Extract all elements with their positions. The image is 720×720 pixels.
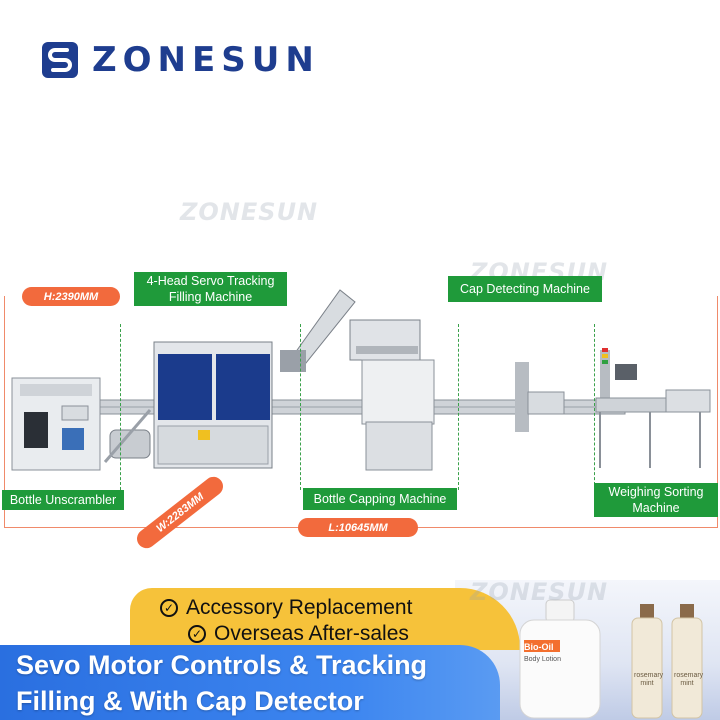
- production-line-illustration: [11, 289, 711, 471]
- capping-machine-drawing: [349, 319, 435, 471]
- length-dimension-end: [717, 296, 718, 528]
- label-filling-machine: 4-Head Servo Tracking Filling Machine: [134, 272, 287, 306]
- brand-logo: ZONESUN: [42, 40, 320, 80]
- headline-line-2: Filling & With Cap Detector: [16, 686, 364, 716]
- length-badge: L:10645MM: [298, 518, 418, 537]
- bottle1-sub: Body Lotion: [524, 656, 561, 663]
- bottle3-brand: rosemary mint: [674, 672, 704, 687]
- filling-machine-drawing: [153, 341, 273, 469]
- bottle1-brand: Bio-Oil: [524, 642, 554, 652]
- width-badge: W:2283MM: [133, 472, 227, 553]
- section-divider: [300, 324, 301, 490]
- label-cap-detecting: Cap Detecting Machine: [448, 276, 602, 302]
- label-bottle-unscrambler: Bottle Unscrambler: [2, 490, 124, 510]
- feature-item: ✓ Accessory Replacement: [160, 596, 412, 620]
- headline-banner: [0, 645, 500, 720]
- check-circle-icon: ✓: [188, 625, 206, 643]
- height-badge: H:2390MM: [22, 287, 120, 306]
- watermark: ZONESUN: [470, 578, 609, 606]
- product-bottles-illustration: [519, 599, 703, 719]
- feature-label: Accessory Replacement: [186, 596, 413, 619]
- zonesun-logo-icon: [42, 42, 78, 78]
- rosemary-mint-bottle: [671, 604, 703, 719]
- watermark: ZONESUN: [180, 198, 319, 226]
- cap-detecting-drawing: [515, 362, 565, 432]
- feature-item: ✓ Overseas After-sales: [188, 622, 409, 646]
- section-divider: [458, 324, 459, 490]
- label-capping-machine: Bottle Capping Machine: [303, 488, 457, 510]
- cap-feeder-drawing: [280, 289, 356, 372]
- bottle2-brand: rosemary mint: [634, 672, 664, 687]
- check-circle-icon: ✓: [160, 599, 178, 617]
- section-divider: [120, 324, 121, 490]
- weighing-sorting-drawing: [595, 348, 711, 468]
- section-divider: [594, 324, 595, 490]
- pump-drawing: [103, 409, 152, 463]
- headline-line-1: Sevo Motor Controls & Tracking: [16, 650, 428, 680]
- feature-label: Overseas After-sales: [214, 622, 409, 645]
- label-weighing-sorting: Weighing Sorting Machine: [594, 483, 718, 517]
- height-dimension-line: [4, 296, 5, 528]
- brand-name: ZONESUN: [92, 40, 320, 80]
- rosemary-mint-bottle: [631, 604, 663, 719]
- bottle-unscrambler-drawing: [11, 377, 101, 471]
- bio-oil-bottle: [519, 599, 601, 719]
